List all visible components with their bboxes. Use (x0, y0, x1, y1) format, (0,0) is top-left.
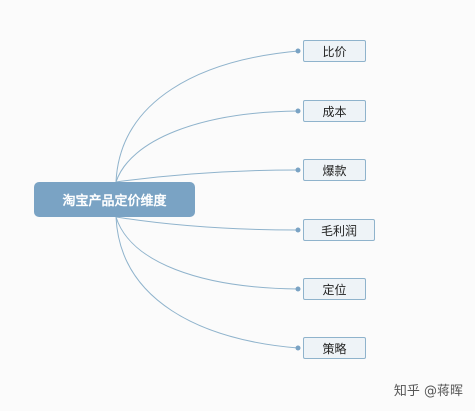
branch-node-baokuan[interactable]: 爆款 (303, 159, 366, 181)
connector-dot-3 (295, 167, 301, 173)
watermark: 知乎 @蒋晖 (393, 384, 463, 399)
branch-node-celue[interactable]: 策略 (303, 337, 366, 359)
connector-dot-5 (295, 286, 301, 292)
branch-node-dingwei[interactable]: 定位 (303, 278, 366, 300)
branch-node-chengben[interactable]: 成本 (303, 100, 366, 122)
connector-branch-2 (115, 110, 299, 183)
branch-label: 爆款 (322, 163, 347, 178)
connector-branch-6 (115, 216, 299, 349)
branch-label: 毛利润 (320, 223, 357, 238)
central-topic-node[interactable]: 淘宝产品定价维度 (34, 182, 195, 217)
connector-branch-1 (115, 50, 299, 183)
connector-dot-1 (295, 48, 301, 54)
connector-branch-5 (115, 216, 299, 290)
branch-label: 比价 (322, 44, 347, 59)
connector-branch-4 (115, 216, 299, 231)
connector-branch-3 (115, 169, 299, 183)
branch-node-bijia[interactable]: 比价 (303, 40, 366, 62)
branch-node-maolirun[interactable]: 毛利润 (303, 219, 375, 241)
connector-dot-4 (295, 227, 301, 233)
branch-label: 成本 (322, 104, 347, 119)
branch-label: 定位 (322, 282, 347, 297)
branch-label: 策略 (322, 341, 347, 356)
connector-dot-6 (295, 345, 301, 351)
central-topic-label: 淘宝产品定价维度 (62, 194, 167, 209)
connector-dot-2 (295, 108, 301, 114)
